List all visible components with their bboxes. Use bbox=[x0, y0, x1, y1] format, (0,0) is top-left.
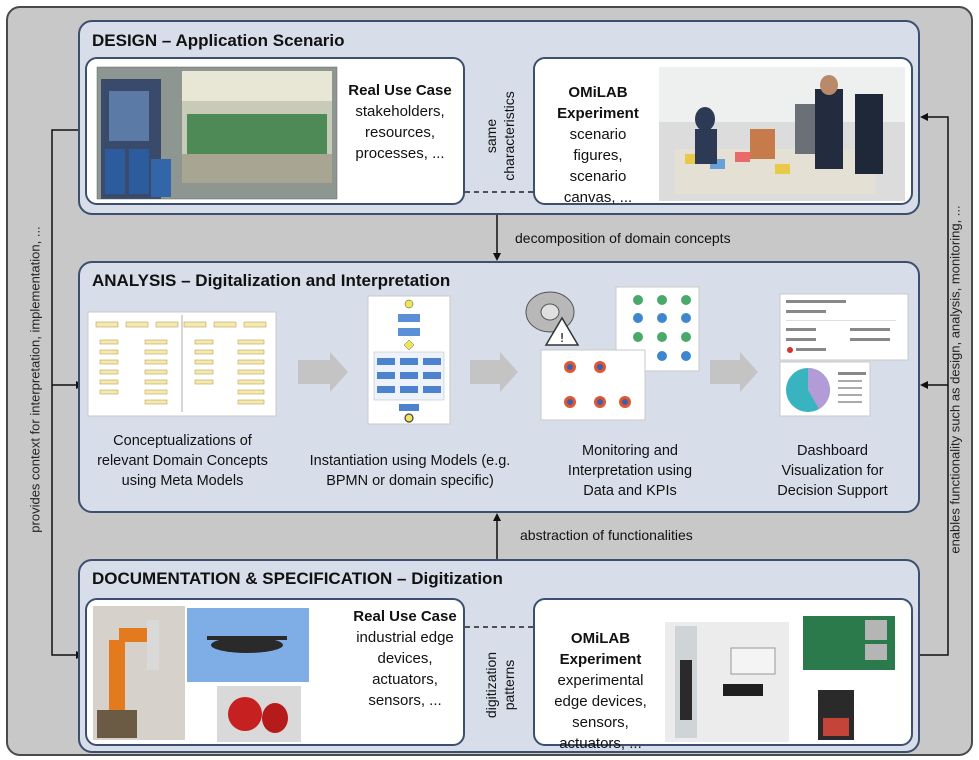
doc-omilab-desc: experimental edge devices, sensors, actu… bbox=[554, 672, 647, 752]
factory-image bbox=[96, 66, 338, 200]
svg-text:!: ! bbox=[560, 331, 565, 345]
doc-real-card bbox=[85, 598, 465, 746]
edge-devices-images bbox=[93, 606, 309, 742]
connector-bottom-label: abstraction of functionalities bbox=[520, 527, 693, 543]
design-real-text: Real Use Case stakeholders, resources, p… bbox=[345, 80, 455, 164]
doc-omilab-card bbox=[533, 598, 913, 746]
design-omilab-desc: scenario figures, scenario canvas, ... bbox=[563, 126, 633, 206]
workshop-photo bbox=[659, 67, 905, 201]
design-omilab-title: OMiLAB Experiment bbox=[557, 84, 639, 122]
design-omilab-text: OMiLAB Experiment scenario figures, scen… bbox=[543, 82, 653, 208]
analysis-caption-2: Instantiation using Models (e.g. BPMN or… bbox=[309, 453, 511, 489]
doc-link-label: digitization patterns bbox=[482, 630, 518, 740]
analysis-caption-3: Monitoring and Interpretation using Data… bbox=[567, 443, 693, 499]
analysis-title: ANALYSIS – Digitalization and Interpreta… bbox=[92, 271, 451, 290]
design-real-card bbox=[85, 57, 465, 205]
design-title: DESIGN – Application Scenario bbox=[92, 31, 345, 50]
doc-real-text: Real Use Case industrial edge devices, a… bbox=[350, 606, 460, 711]
doc-omilab-title: OMiLAB Experiment bbox=[559, 630, 642, 668]
doc-real-title: Real Use Case bbox=[353, 608, 457, 625]
design-real-desc: stakeholders, resources, processes, ... bbox=[355, 103, 445, 162]
doc-link-line1: digitization bbox=[483, 651, 499, 719]
analysis-caption-4: Dashboard Visualization for Decision Sup… bbox=[777, 443, 888, 499]
analysis-caption-1: Conceptualizations of relevant Domain Co… bbox=[97, 433, 268, 489]
documentation-title: DOCUMENTATION & SPECIFICATION – Digitiza… bbox=[92, 569, 503, 588]
design-omilab-card bbox=[533, 57, 913, 205]
connector-top-label: decomposition of domain concepts bbox=[515, 230, 731, 246]
experimental-devices-images bbox=[665, 608, 907, 744]
doc-real-desc: industrial edge devices, actuators, sens… bbox=[356, 629, 454, 709]
design-real-title: Real Use Case bbox=[348, 82, 452, 99]
doc-link-line2: patterns bbox=[501, 659, 517, 711]
doc-omilab-text: OMiLAB Experiment experimental edge devi… bbox=[543, 628, 658, 754]
